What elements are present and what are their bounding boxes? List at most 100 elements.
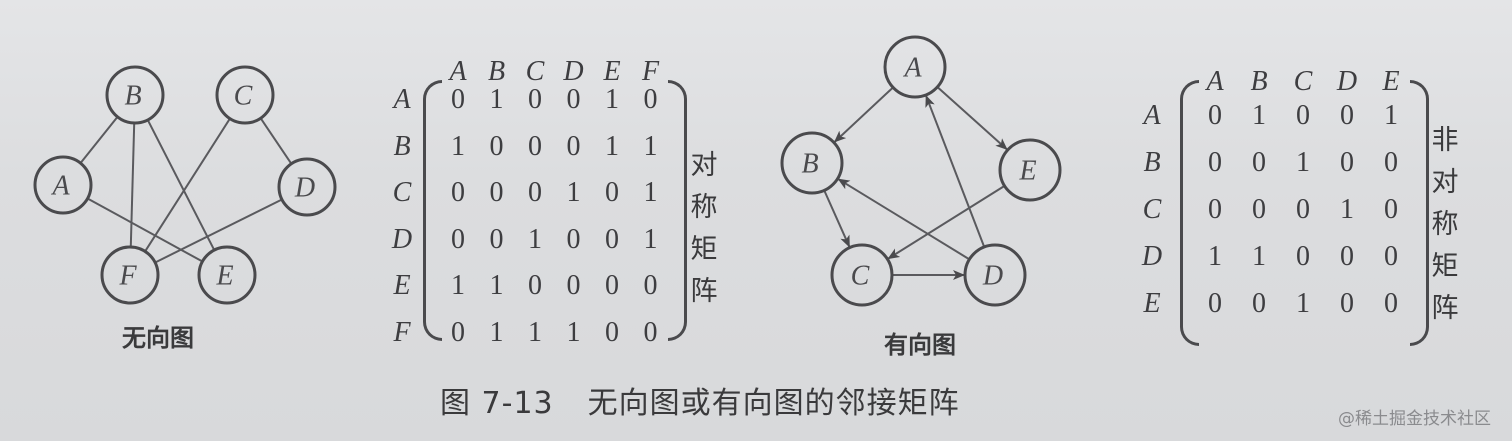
svg-text:F: F xyxy=(118,261,137,292)
edge-A-E xyxy=(87,197,203,262)
right-bracket xyxy=(1410,80,1429,346)
matrix-cell: 1 xyxy=(489,270,504,301)
matrix-cell: 1 xyxy=(643,223,658,255)
row-header-A: A xyxy=(393,84,411,115)
edge-B-F xyxy=(129,122,136,247)
edge-C-D xyxy=(259,117,292,164)
matrix-cell: 0 xyxy=(566,84,581,115)
watermark: @稀土掘金技术社区 xyxy=(1338,409,1491,429)
matrix-cell: 0 xyxy=(1252,147,1266,178)
node-B: B xyxy=(105,65,165,125)
matrix-cell: 0 xyxy=(1252,288,1266,319)
matrix-cell: 1 xyxy=(528,223,542,255)
matrix-cell: 0 xyxy=(1296,194,1310,225)
matrix-cell: 0 xyxy=(566,270,581,301)
matrix-cell: 0 xyxy=(605,223,619,255)
figure-title: 无向图或有向图的邻接矩阵 xyxy=(587,386,960,421)
matrix-cell: 0 xyxy=(1208,147,1222,178)
column-header-F: F xyxy=(641,56,660,87)
row-header-B: B xyxy=(1143,147,1161,178)
node-D: D xyxy=(963,243,1027,307)
matrix-cell: 0 xyxy=(1384,147,1398,178)
matrix-cell: 0 xyxy=(489,130,504,162)
svg-text:B: B xyxy=(124,81,141,112)
matrix-cell: 1 xyxy=(451,270,465,301)
matrix-cell: 0 xyxy=(451,177,465,208)
matrix-cell: 1 xyxy=(566,316,581,348)
svg-text:C: C xyxy=(851,261,870,292)
column-header-C: C xyxy=(525,56,545,87)
matrix-cell: 1 xyxy=(489,84,504,115)
matrix-cell: 1 xyxy=(1252,241,1266,272)
node-D: D xyxy=(277,157,337,217)
node-C: C xyxy=(830,243,894,307)
node-E: E xyxy=(998,138,1062,202)
node-A: A xyxy=(883,35,947,99)
row-header-F: F xyxy=(393,316,411,348)
edge-D-B xyxy=(837,178,970,261)
matrix-cell: 1 xyxy=(605,130,619,162)
matrix-cell: 0 xyxy=(1296,100,1310,131)
row-header-D: D xyxy=(1141,241,1163,272)
matrix-cell: 1 xyxy=(1340,194,1354,225)
row-header-E: E xyxy=(393,270,411,301)
matrix-cell: 0 xyxy=(451,316,465,348)
matrix-cell: 1 xyxy=(643,130,658,162)
column-header-A: A xyxy=(1206,66,1224,97)
matrix-type-label: 非对称矩阵 xyxy=(1431,125,1459,324)
row-header-A: A xyxy=(1143,100,1161,131)
matrix-cell: 1 xyxy=(1252,100,1266,131)
matrix-cell: 0 xyxy=(1384,241,1398,272)
edge-C-F xyxy=(144,118,231,252)
edge-A-B xyxy=(79,117,118,164)
matrix-cell: 1 xyxy=(566,177,581,208)
edge-B-C xyxy=(823,189,851,248)
matrix-cell: 0 xyxy=(566,130,581,162)
edge-D-F xyxy=(155,198,283,263)
node-F: F xyxy=(100,245,160,305)
matrix-cell: 0 xyxy=(1208,100,1222,131)
row-header-C: C xyxy=(392,177,412,208)
matrix-cell: 1 xyxy=(1208,241,1222,272)
node-C: C xyxy=(215,65,275,125)
column-header-B: B xyxy=(487,56,506,87)
matrix-cell: 1 xyxy=(1296,288,1310,319)
matrix-cell: 1 xyxy=(451,130,465,162)
matrix-cell: 0 xyxy=(1252,194,1266,225)
column-header-D: D xyxy=(1336,66,1358,97)
matrix-cell: 0 xyxy=(528,84,542,115)
svg-text:A: A xyxy=(902,53,922,84)
matrix-cell: 0 xyxy=(1296,241,1310,272)
row-header-B: B xyxy=(393,130,411,162)
matrix-cell: 0 xyxy=(605,270,619,301)
column-header-D: D xyxy=(563,56,584,87)
svg-text:E: E xyxy=(1018,156,1036,187)
column-header-E: E xyxy=(1382,66,1400,97)
matrix-cell: 0 xyxy=(451,84,465,115)
matrix-cell: 0 xyxy=(1384,288,1398,319)
column-header-A: A xyxy=(449,56,467,87)
figure-caption: 图 7-13 无向图或有向图的邻接矩阵 xyxy=(440,378,960,422)
edge-E-C xyxy=(887,185,1006,260)
directed-graph-label: 有向图 xyxy=(884,331,956,359)
matrix-cell: 0 xyxy=(1340,147,1354,178)
matrix-cell: 0 xyxy=(1208,288,1222,319)
row-header-C: C xyxy=(1142,194,1162,225)
matrix-cell: 1 xyxy=(528,316,542,348)
row-header-D: D xyxy=(391,223,413,255)
edge-A-E xyxy=(936,86,1008,151)
node-B: B xyxy=(780,131,844,195)
svg-text:A: A xyxy=(50,171,70,202)
matrix-cell: 0 xyxy=(528,177,542,208)
matrix-cell: 0 xyxy=(605,316,619,348)
figure-number: 图 7-13 xyxy=(440,386,554,421)
matrix-cell: 0 xyxy=(451,223,465,255)
node-E: E xyxy=(197,245,257,305)
matrix-cell: 0 xyxy=(605,177,619,208)
matrix-cell: 0 xyxy=(643,270,658,301)
matrix-cell: 0 xyxy=(1384,194,1398,225)
matrix-cell: 0 xyxy=(643,316,658,348)
row-header-E: E xyxy=(1143,288,1161,319)
column-header-B: B xyxy=(1250,66,1268,97)
